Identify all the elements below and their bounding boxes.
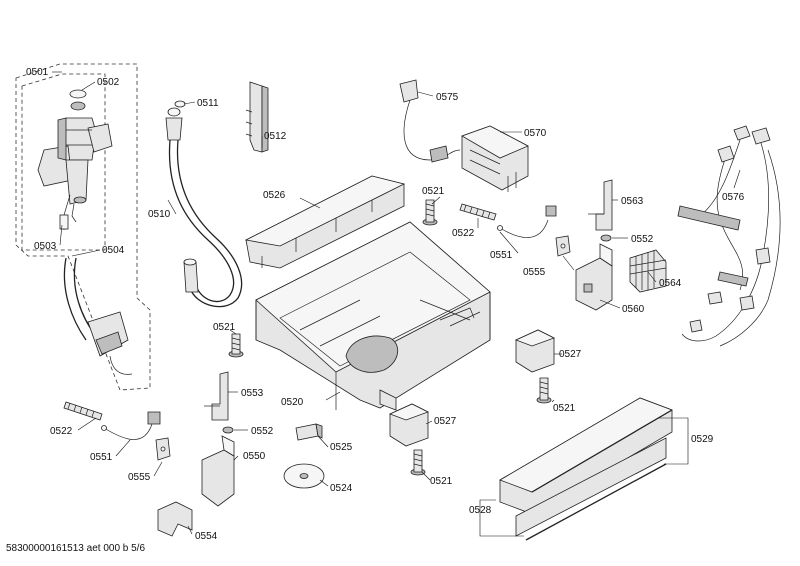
wiring-harness-0576 (677, 125, 781, 347)
screw-0521-c (536, 377, 552, 404)
label-0575: 0575 (436, 92, 459, 103)
label-0524: 0524 (330, 483, 353, 494)
label-0521-a: 0521 (422, 186, 445, 197)
foot-0527-b (388, 403, 430, 447)
plinth-0529 (499, 397, 673, 515)
control-module-0570 (461, 125, 529, 192)
spring-0522-b (63, 401, 103, 421)
label-0520: 0520 (281, 397, 304, 408)
label-0555-b: 0555 (128, 472, 151, 483)
screw-0521-d (410, 449, 426, 476)
power-cable-0575 (399, 79, 461, 163)
base-frame-0520 (255, 221, 491, 411)
disc-0524 (283, 463, 325, 489)
label-0521-b: 0521 (213, 322, 236, 333)
label-0521-c: 0521 (553, 403, 576, 414)
label-0521-d: 0521 (430, 476, 453, 487)
valve-hose-0504 (63, 257, 133, 375)
label-0511: 0511 (197, 98, 219, 109)
mesh-part-0564 (629, 249, 667, 293)
hinge-bracket-0553 (204, 371, 229, 421)
label-0502: 0502 (97, 77, 120, 88)
label-0555-a: 0555 (523, 267, 546, 278)
screw-0521-b (228, 333, 244, 358)
label-0551-a: 0551 (490, 250, 513, 261)
label-0528: 0528 (469, 505, 492, 516)
sensor-cable-0551-a (497, 205, 557, 238)
label-0560: 0560 (622, 304, 645, 315)
valve-assembly-group (15, 63, 151, 391)
plinth-strip-0528 (515, 437, 667, 541)
label-0510: 0510 (148, 209, 171, 220)
sensor-cable-0551-b (101, 411, 161, 440)
label-0563: 0563 (621, 196, 644, 207)
label-0525: 0525 (330, 442, 353, 453)
bracket-0512 (245, 81, 269, 153)
label-0551-b: 0551 (90, 452, 113, 463)
label-0554: 0554 (195, 531, 218, 542)
label-0550: 0550 (243, 451, 266, 462)
clip-0555-a (555, 235, 571, 257)
label-0522-b: 0522 (50, 426, 73, 437)
label-0503: 0503 (34, 241, 57, 252)
hinge-bracket-0563 (588, 179, 613, 231)
label-0529: 0529 (691, 434, 714, 445)
label-0553: 0553 (241, 388, 264, 399)
cover-0526 (244, 175, 406, 269)
label-0512: 0512 (264, 131, 287, 142)
label-0522-a: 0522 (452, 228, 475, 239)
document-id-footer: 58300000161513 aet 000 b 5/6 (6, 543, 146, 554)
label-0552-a: 0552 (631, 234, 654, 245)
drain-hose-0510 (165, 100, 243, 308)
leader-lines (52, 71, 741, 537)
clip-0555-b (155, 437, 171, 461)
label-0504: 0504 (102, 245, 125, 256)
connector-0525 (295, 423, 323, 441)
label-0564: 0564 (659, 278, 682, 289)
screw-0521-a (422, 199, 438, 226)
spring-0522-a (459, 203, 497, 221)
hinge-plate-0554 (157, 501, 193, 537)
washer-0552-a (600, 234, 612, 242)
foot-0527-a (514, 329, 556, 373)
label-0501: 0501 (26, 67, 49, 78)
label-0552-b: 0552 (251, 426, 274, 437)
label-0576: 0576 (722, 192, 745, 203)
label-0526: 0526 (263, 190, 286, 201)
washer-0552-b (222, 426, 234, 434)
label-0527-a: 0527 (559, 349, 582, 360)
label-0570: 0570 (524, 128, 547, 139)
label-0527-b: 0527 (434, 416, 457, 427)
hinge-plate-0550 (201, 435, 235, 507)
part-labels: 0501 0502 0503 0504 0510 0511 0512 0520 … (26, 67, 745, 542)
hinge-plate-0560 (575, 243, 613, 311)
